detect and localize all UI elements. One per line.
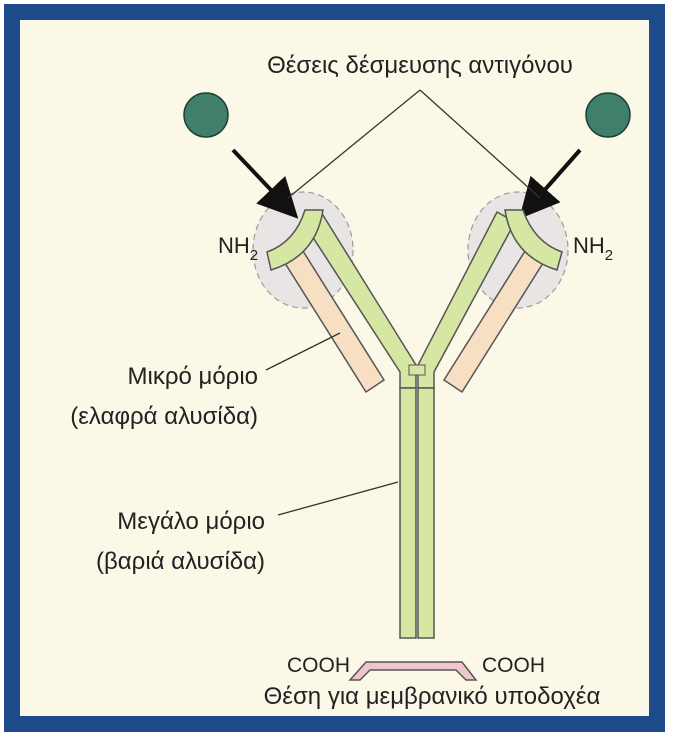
- cooh-left-label: COOH: [287, 654, 350, 677]
- callout-line-right-site: [420, 90, 540, 198]
- light-chain-label-line1: Μικρό μόριο: [128, 363, 259, 390]
- cooh-right-label: COOH: [482, 654, 545, 677]
- diagram-frame: Θέσεις δέσμευσης αντιγόνου NH2 NH2 Μικρό…: [4, 4, 665, 732]
- callout-line-light-chain: [266, 333, 340, 370]
- hinge-bridge: [409, 365, 425, 375]
- nh2-left-label: NH2: [218, 233, 258, 264]
- membrane-receptor-site-label: Θέση για μεμβρανικό υποδοχέα: [264, 683, 601, 710]
- callout-line-left-site: [288, 90, 420, 198]
- right-antigen-arrow: [527, 150, 580, 210]
- membrane-receptor-site-shape: [350, 662, 476, 680]
- right-antigen: [586, 93, 630, 137]
- heavy-chain-label-line2: (βαριά αλυσίδα): [96, 548, 265, 575]
- nh2-right-label: NH2: [573, 233, 613, 264]
- heavy-chain-label-line1: Μεγάλο μόριο: [117, 508, 265, 535]
- light-chain-label-line2: (ελαφρά αλυσίδα): [70, 403, 258, 430]
- left-antigen-arrow: [233, 150, 290, 210]
- callout-line-heavy-chain: [278, 482, 398, 515]
- antigen-binding-sites-title: Θέσεις δέσμευσης αντιγόνου: [267, 52, 573, 79]
- left-antigen: [184, 93, 228, 137]
- antibody-diagram: Θέσεις δέσμευσης αντιγόνου NH2 NH2 Μικρό…: [20, 20, 649, 716]
